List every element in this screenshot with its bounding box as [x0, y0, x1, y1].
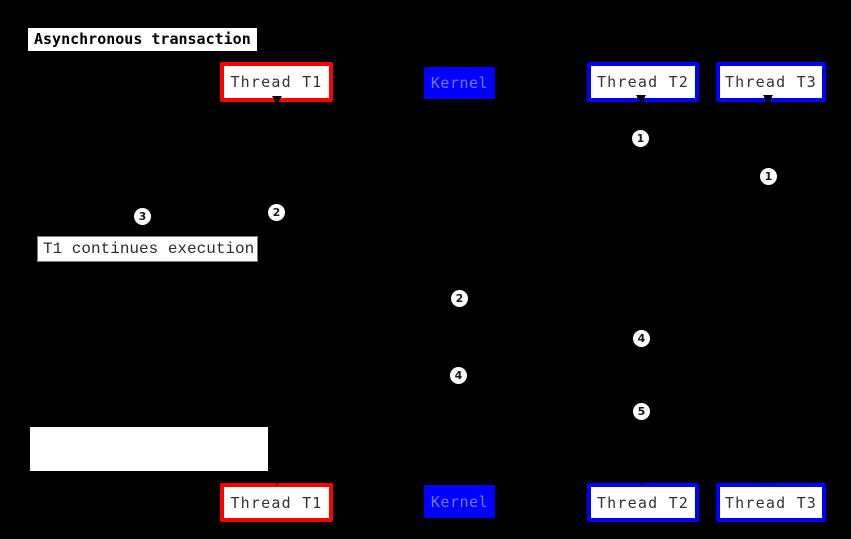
step-badge: 5	[633, 403, 650, 420]
step-badge: 4	[450, 367, 467, 384]
lifeline-arrowhead-icon	[636, 95, 646, 104]
step-badge: 2	[268, 204, 285, 221]
blank-note-box	[30, 427, 268, 471]
diagram-title: Asynchronous transaction	[28, 28, 257, 51]
lifeline-arrowhead-icon	[763, 95, 773, 104]
lifeline-arrowhead-icon	[272, 96, 282, 105]
step-badge: 3	[134, 208, 151, 225]
step-badge: 2	[451, 290, 468, 307]
note-t1-continues-execution: T1 continues execution	[37, 236, 258, 262]
step-badge: 1	[632, 130, 649, 147]
lifeline-arrowhead-icon	[636, 476, 646, 485]
step-badge: 1	[760, 168, 777, 185]
actor-thread-t3-bottom: Thread T3	[716, 483, 826, 522]
lifeline-arrowhead-icon	[272, 476, 282, 485]
actor-kernel-bottom: Kernel	[424, 485, 495, 518]
actor-thread-t1-bottom: Thread T1	[220, 483, 333, 522]
step-badge: 4	[633, 330, 650, 347]
actor-thread-t2-bottom: Thread T2	[587, 483, 699, 522]
lifeline-arrowhead-icon	[763, 476, 773, 485]
actor-kernel-top: Kernel	[424, 67, 495, 99]
